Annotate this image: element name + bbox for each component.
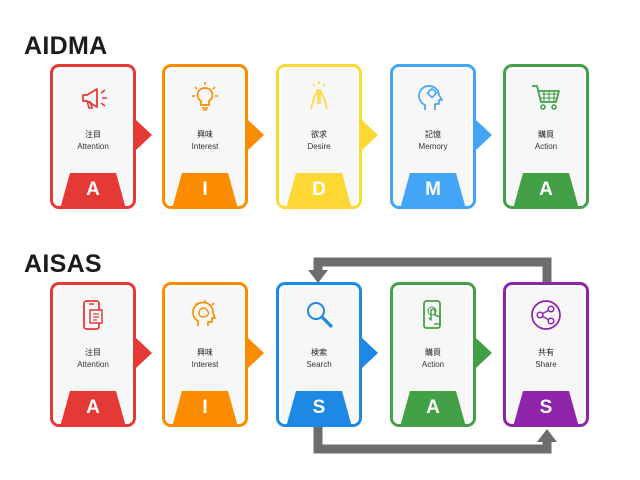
stage-label-en: Attention [77, 360, 109, 369]
flow-arrow-icon [362, 338, 378, 368]
magnifier-icon [307, 302, 333, 328]
stage-letter: S [312, 397, 326, 418]
stage-letter: M [425, 179, 441, 200]
praying-hands-icon [310, 81, 328, 110]
letter-tab [60, 391, 126, 424]
letter-tab [286, 391, 352, 424]
brain-icon [192, 300, 216, 326]
letter-tab [172, 391, 238, 424]
flow-arrow-icon [136, 338, 152, 368]
stage-letter: I [202, 397, 208, 418]
stage-label-en: Memory [418, 142, 448, 151]
letter-tab [286, 173, 352, 206]
stage-label-jp: 共有 [538, 348, 554, 357]
stage-label-jp: 興味 [197, 348, 213, 357]
stage-letter: S [539, 397, 553, 418]
phone-tap-icon [423, 300, 441, 329]
letter-tab [400, 173, 466, 206]
stage-label-en: Attention [77, 142, 109, 151]
megaphone-icon [82, 88, 107, 109]
stage-label-jp: 記憶 [425, 130, 441, 139]
stage-label-en: Share [535, 360, 557, 369]
lightbulb-icon [192, 82, 218, 111]
letter-tab [513, 391, 579, 424]
stage-letter: A [86, 397, 100, 418]
stage-label-jp: 興味 [197, 130, 213, 139]
stage-label-en: Action [534, 142, 558, 151]
flow-arrow-icon [362, 120, 378, 150]
aidma-title: AIDMA [24, 32, 108, 60]
stage-letter: A [86, 179, 100, 200]
flow-arrow-icon [476, 120, 492, 150]
flow-arrow-icon [476, 338, 492, 368]
letter-tab [400, 391, 466, 424]
stage-label-jp: 購買 [425, 348, 441, 357]
share-to-search-loop-arrow [313, 257, 552, 282]
letter-tab [172, 173, 238, 206]
stage-label-en: Action [421, 360, 445, 369]
stage-label-en: Search [306, 360, 332, 369]
share-icon [531, 300, 561, 330]
stage-label-jp: 注目 [85, 348, 101, 357]
stage-label-jp: 欲求 [311, 130, 327, 139]
aisas-title: AISAS [24, 250, 102, 278]
stage-letter: D [312, 179, 326, 200]
stage-label-en: Desire [307, 142, 331, 151]
flow-arrow-icon [136, 120, 152, 150]
flow-arrow-icon [248, 338, 264, 368]
stage-label-jp: 購買 [538, 130, 554, 139]
stage-letter: A [539, 179, 553, 200]
letter-tab [60, 173, 126, 206]
stage-letter: A [426, 397, 440, 418]
stage-label-en: Interest [191, 360, 219, 369]
smartphone-icon [83, 300, 103, 330]
stage-label-jp: 注目 [85, 130, 101, 139]
shopping-cart-icon [532, 85, 560, 110]
stage-label-jp: 検索 [311, 348, 327, 357]
flow-arrow-icon [248, 120, 264, 150]
head-gear-icon [418, 85, 443, 110]
stage-label-en: Interest [191, 142, 219, 151]
stage-letter: I [202, 179, 208, 200]
letter-tab [513, 173, 579, 206]
